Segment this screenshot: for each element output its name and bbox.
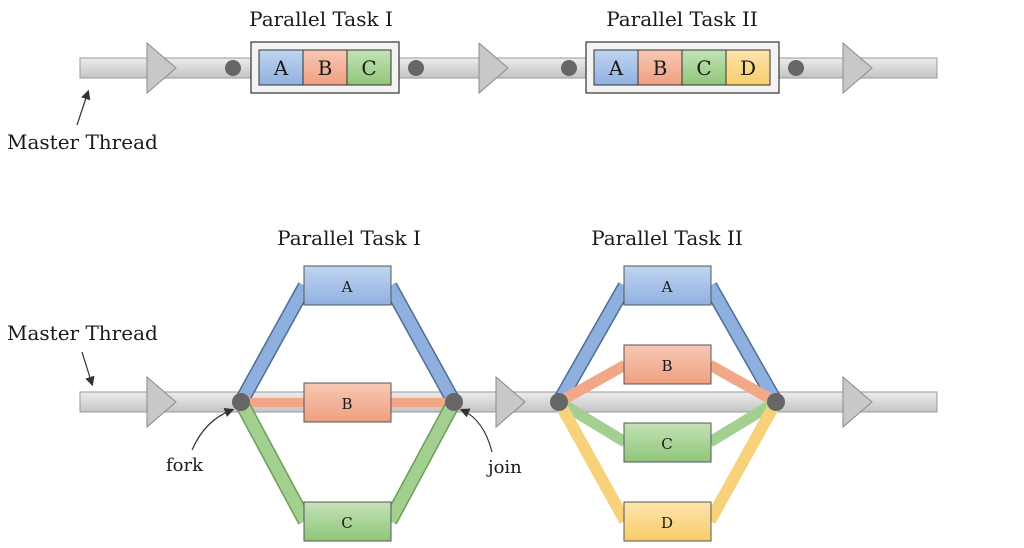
bottom-task1-box-a-label: A xyxy=(341,278,353,296)
join-label: join xyxy=(486,457,522,478)
top-task2-cell-c xyxy=(681,49,727,86)
top-task1-cell-b xyxy=(302,49,348,86)
top-master-pointer xyxy=(76,89,91,126)
bottom-task1-box-b xyxy=(303,382,392,423)
bottom-direction-arrow-1 xyxy=(146,375,177,429)
bottom-task1-title: Parallel Task I xyxy=(277,226,421,250)
fork-pointer xyxy=(191,408,235,451)
band-task2-b-left xyxy=(556,360,628,407)
top-master-label: Master Thread xyxy=(7,130,158,154)
bottom-fork-node-1 xyxy=(232,393,250,411)
top-direction-arrow-2 xyxy=(478,41,509,95)
top-task2-cell-a-label: A xyxy=(608,56,624,80)
bottom-task2-box-a-label: A xyxy=(661,278,673,296)
top-task1-cell-b-label: B xyxy=(318,56,333,80)
top-join-node-1 xyxy=(408,60,424,76)
bottom-task2-box-b-label: B xyxy=(661,357,672,375)
band-task2-a-left-fill xyxy=(553,283,631,405)
band-task2-d-right xyxy=(704,399,782,524)
fork-label: fork xyxy=(166,455,204,476)
top-task2-cell-b-label: B xyxy=(653,56,668,80)
band-task2-d-left xyxy=(553,399,631,524)
band-task2-c-right xyxy=(707,397,779,447)
top-join-node-2 xyxy=(788,60,804,76)
bottom-fork-node-2 xyxy=(550,393,568,411)
band-task1-c-left-fill xyxy=(235,399,311,524)
bottom-direction-arrow-2 xyxy=(495,375,526,429)
bottom-task2-box-c xyxy=(623,422,712,463)
top-task2-cell-d xyxy=(725,49,771,86)
top-fork-node-2 xyxy=(561,60,577,76)
bottom-task1-box-c xyxy=(303,501,392,542)
bottom-task2-box-c-label: C xyxy=(661,435,672,453)
top-task2-cell-c-label: C xyxy=(696,56,711,80)
band-task1-a-right-fill xyxy=(384,283,460,405)
bottom-task2-title: Parallel Task II xyxy=(591,226,743,250)
band-task1-c-right-fill xyxy=(384,399,460,524)
top-direction-arrow-3 xyxy=(842,41,873,95)
bottom-join-node-1 xyxy=(445,393,463,411)
bottom-task2-box-d-label: D xyxy=(661,514,673,532)
bottom-task1-box-b-label: B xyxy=(341,395,352,413)
top-task1-cell-c xyxy=(346,49,392,86)
top-task2-cell-d-label: D xyxy=(740,56,756,80)
bottom-master-pointer xyxy=(81,351,95,387)
bottom-task2-bands xyxy=(552,282,783,524)
bottom-direction-arrow-3 xyxy=(842,375,873,429)
top-task2-cell-a xyxy=(593,49,639,86)
bottom-join-node-2 xyxy=(767,393,785,411)
band-task2-a-right-fill xyxy=(704,283,782,405)
top-task1-cell-a-label: A xyxy=(273,56,289,80)
band-task2-b-right xyxy=(707,360,779,407)
top-fork-node-1 xyxy=(225,60,241,76)
top-task1-cell-a xyxy=(258,49,304,86)
top-direction-arrow-1 xyxy=(146,41,177,95)
bottom-task1-box-c-label: C xyxy=(341,514,352,532)
bottom-task2-box-b xyxy=(623,344,712,385)
band-task1-a-left-fill xyxy=(235,283,311,405)
bottom-master-label: Master Thread xyxy=(7,321,158,345)
bottom-task1-box-a xyxy=(303,265,392,306)
join-pointer xyxy=(459,408,493,453)
top-task2-title: Parallel Task II xyxy=(606,7,758,31)
top-task1-cell-c-label: C xyxy=(361,56,376,80)
top-task1-title: Parallel Task I xyxy=(249,7,393,31)
bottom-task2-box-d xyxy=(623,501,712,542)
bottom-diagram: A B C A B C D Parallel Task I Parallel T… xyxy=(7,226,938,542)
bottom-task2-box-a xyxy=(623,265,712,306)
band-task2-c-left xyxy=(556,397,628,447)
top-diagram: A B C Parallel Task I A B C D Parallel T… xyxy=(7,7,938,154)
